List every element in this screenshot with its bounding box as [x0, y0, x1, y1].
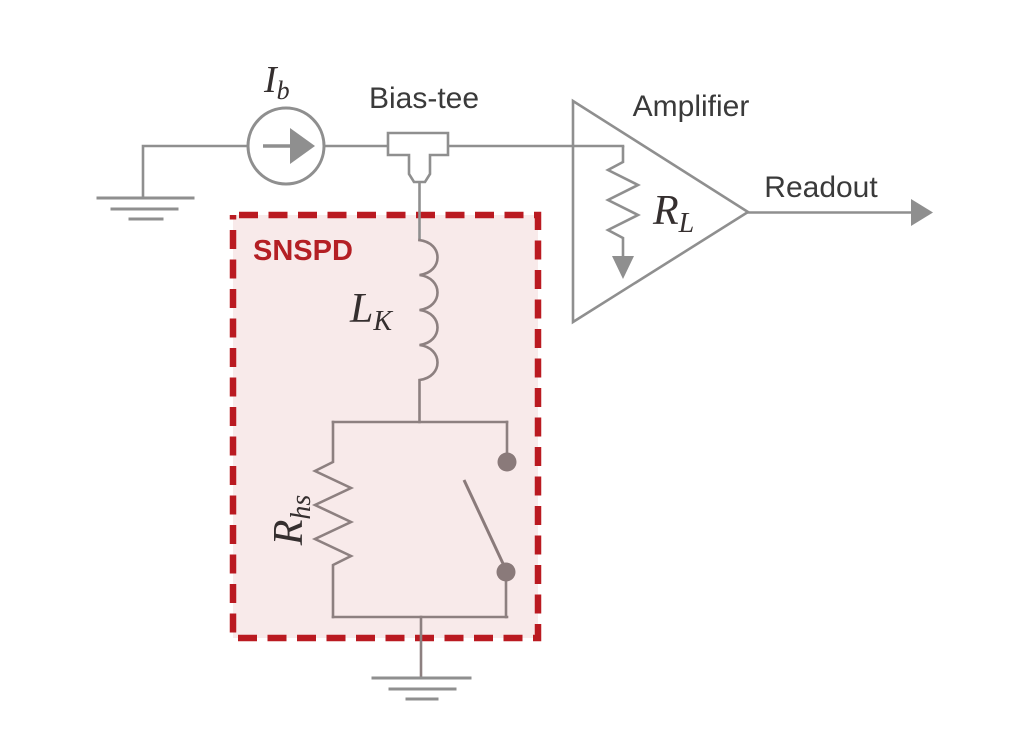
bias-line	[141, 144, 625, 200]
snspd-components	[311, 238, 509, 679]
ground-bottom-icon	[371, 676, 472, 701]
switch-contact-top	[497, 452, 517, 472]
amplifier-label-text: Amplifier	[633, 90, 750, 123]
bias-tee-icon	[386, 131, 450, 184]
snspd-box-border	[229, 211, 542, 642]
wires	[96, 144, 915, 242]
load-resistor-zigzag	[605, 146, 641, 258]
readout-label: Readout	[764, 171, 878, 204]
current-source	[246, 106, 326, 186]
inductor-symbol: L	[349, 286, 373, 332]
amplifier-label: Amplifier	[633, 90, 750, 123]
switch-contact-bottom	[496, 562, 516, 582]
bias-tee-label-text: Bias-tee	[369, 82, 479, 115]
load-resistor	[605, 146, 641, 258]
bias-tee-label: Bias-tee	[369, 82, 479, 115]
snspd-box-fill	[233, 215, 538, 638]
bias-current-symbol: I	[263, 59, 279, 101]
hotspot-resistor-subscript: hs	[286, 495, 317, 520]
inductor-label: LK	[349, 286, 393, 337]
load-resistor-label: RL	[652, 188, 694, 239]
readout-label-text: Readout	[764, 171, 878, 204]
inductor-subscript: K	[372, 306, 393, 337]
inductor-coil-icon	[418, 238, 439, 424]
load-resistor-ground-arrow-icon	[612, 256, 634, 279]
switch	[462, 452, 517, 582]
hotspot-resistor-label: Rhs	[266, 495, 317, 547]
bias-current-subscript: b	[277, 76, 290, 105]
hotspot-resistor-symbol: R	[266, 520, 312, 547]
amplifier-triangle	[571, 98, 751, 325]
ground-left-icon	[96, 196, 195, 221]
snspd-label-text: SNSPD	[253, 235, 353, 267]
readout-arrow-icon	[911, 199, 933, 226]
switch-blade	[462, 479, 508, 571]
hotspot-resistor-zigzag	[311, 420, 355, 619]
load-resistor-symbol: R	[652, 188, 679, 234]
current-arrow-icon	[290, 128, 315, 164]
bias-current-label: Ib	[263, 59, 290, 105]
snspd-label: SNSPD	[253, 235, 353, 267]
load-resistor-subscript: L	[678, 208, 695, 239]
